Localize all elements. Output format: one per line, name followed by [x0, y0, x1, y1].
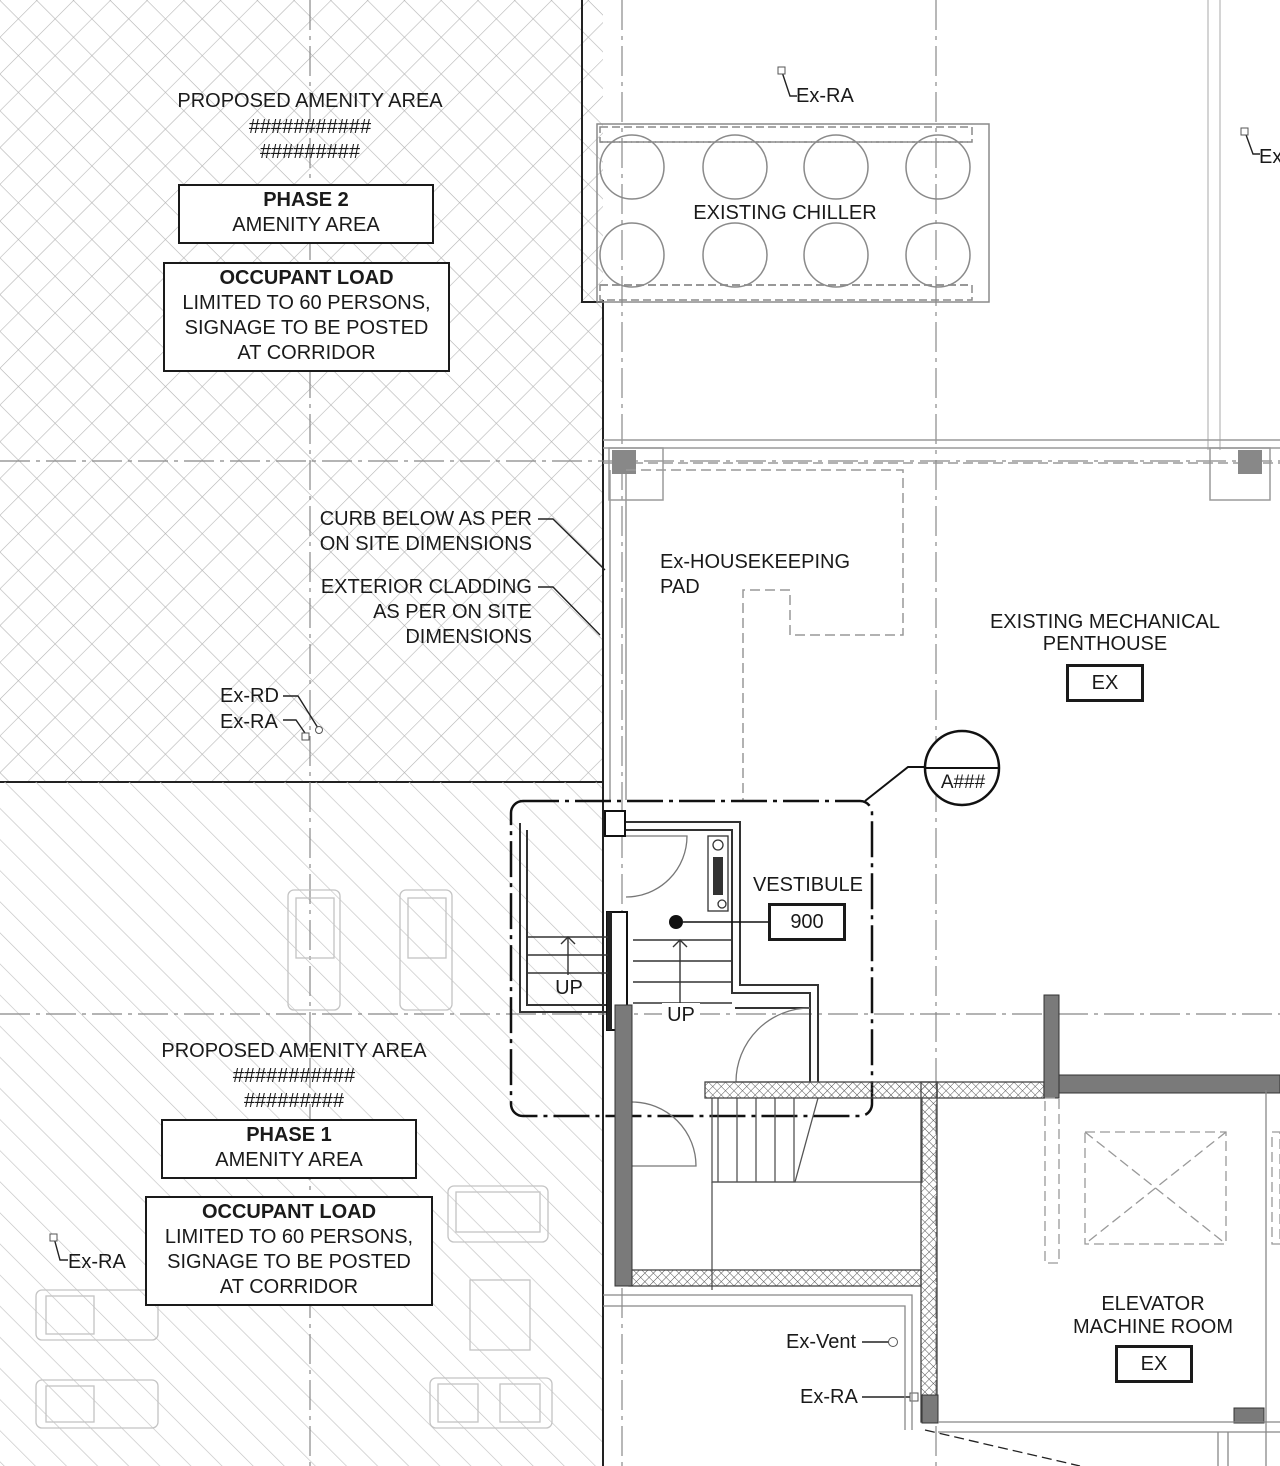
phase2-area-title: PROPOSED AMENITY AREA	[177, 90, 443, 112]
phase2-occupant-title: OCCUPANT LOAD	[219, 267, 394, 289]
housekeeping-label: Ex-HOUSEKEEPING	[660, 551, 851, 573]
cladding-note-line: AS PER ON SITE	[373, 601, 532, 623]
existing-chiller-unit	[596, 123, 990, 303]
phase2-hash-line-1: ###########	[248, 116, 372, 138]
stair-up-label: UP	[662, 1003, 700, 1028]
phase2-occupant-line: AT CORRIDOR	[237, 342, 376, 364]
housekeeping-label: PAD	[660, 576, 700, 598]
chiller-label: EXISTING CHILLER	[693, 202, 877, 224]
phase1-phase-box: PHASE 1 AMENITY AREA	[161, 1119, 417, 1179]
elevator-room-label: ELEVATOR	[1101, 1293, 1205, 1315]
ex-ra-label: Ex-RA	[68, 1251, 126, 1273]
phase1-occupant-line: LIMITED TO 60 PERSONS,	[164, 1226, 414, 1248]
phase2-occupant-line: LIMITED TO 60 PERSONS,	[182, 292, 431, 314]
ex-ra-label: Ex-RA	[796, 85, 854, 107]
phase2-hash-line-2: #########	[259, 141, 361, 163]
cladding-note-line: EXTERIOR CLADDING	[320, 576, 532, 598]
phase1-phase-subtitle: AMENITY AREA	[215, 1149, 363, 1171]
vestibule-label: VESTIBULE	[752, 874, 864, 896]
mech-penthouse-label: PENTHOUSE	[1042, 633, 1168, 655]
mech-penthouse-tag: EX	[1066, 664, 1144, 702]
elevator-room-label: MACHINE ROOM	[1073, 1316, 1233, 1338]
hatched-walls	[628, 1081, 1045, 1423]
phase1-hash-line-1: ###########	[232, 1065, 356, 1087]
curb-note-line: CURB BELOW AS PER	[319, 508, 532, 530]
curb-note-line: ON SITE DIMENSIONS	[319, 533, 532, 555]
phase1-occupant-line: AT CORRIDOR	[219, 1276, 359, 1298]
ex-rd-label: Ex-RD	[220, 685, 279, 707]
phase1-occupant-title: OCCUPANT LOAD	[201, 1201, 377, 1223]
ex-vent-label: Ex-Vent	[786, 1331, 857, 1353]
elevator-room-tag: EX	[1115, 1345, 1193, 1383]
phase2-occupant-line: SIGNAGE TO BE POSTED	[184, 317, 429, 339]
mech-penthouse-label: EXISTING MECHANICAL	[989, 611, 1221, 633]
phase1-phase-title: PHASE 1	[246, 1124, 332, 1146]
phase1-occupant-line: SIGNAGE TO BE POSTED	[167, 1251, 411, 1273]
ex-label: Ex	[1259, 146, 1280, 168]
stair-up-label: UP	[555, 977, 583, 999]
phase2-phase-box: PHASE 2 AMENITY AREA	[178, 184, 434, 244]
vestibule-room-tag: 900	[768, 903, 846, 941]
vestibule-detail-boundary	[509, 799, 874, 1118]
phase1-area-title: PROPOSED AMENITY AREA	[161, 1040, 427, 1062]
phase2-phase-subtitle: AMENITY AREA	[232, 214, 380, 236]
phase2-amenity-hatch	[0, 0, 603, 782]
cladding-note-line: DIMENSIONS	[405, 626, 532, 648]
ex-ra-label: Ex-RA	[800, 1386, 858, 1408]
ex-ra-label: Ex-RA	[220, 711, 278, 733]
phase1-hash-line-2: #########	[243, 1090, 345, 1112]
phase1-occupant-box: OCCUPANT LOAD LIMITED TO 60 PERSONS, SIG…	[145, 1196, 433, 1306]
phase2-occupant-box: OCCUPANT LOAD LIMITED TO 60 PERSONS, SIG…	[163, 262, 450, 372]
phase2-phase-title: PHASE 2	[263, 189, 349, 211]
detail-callout-ref: A###	[940, 772, 986, 793]
